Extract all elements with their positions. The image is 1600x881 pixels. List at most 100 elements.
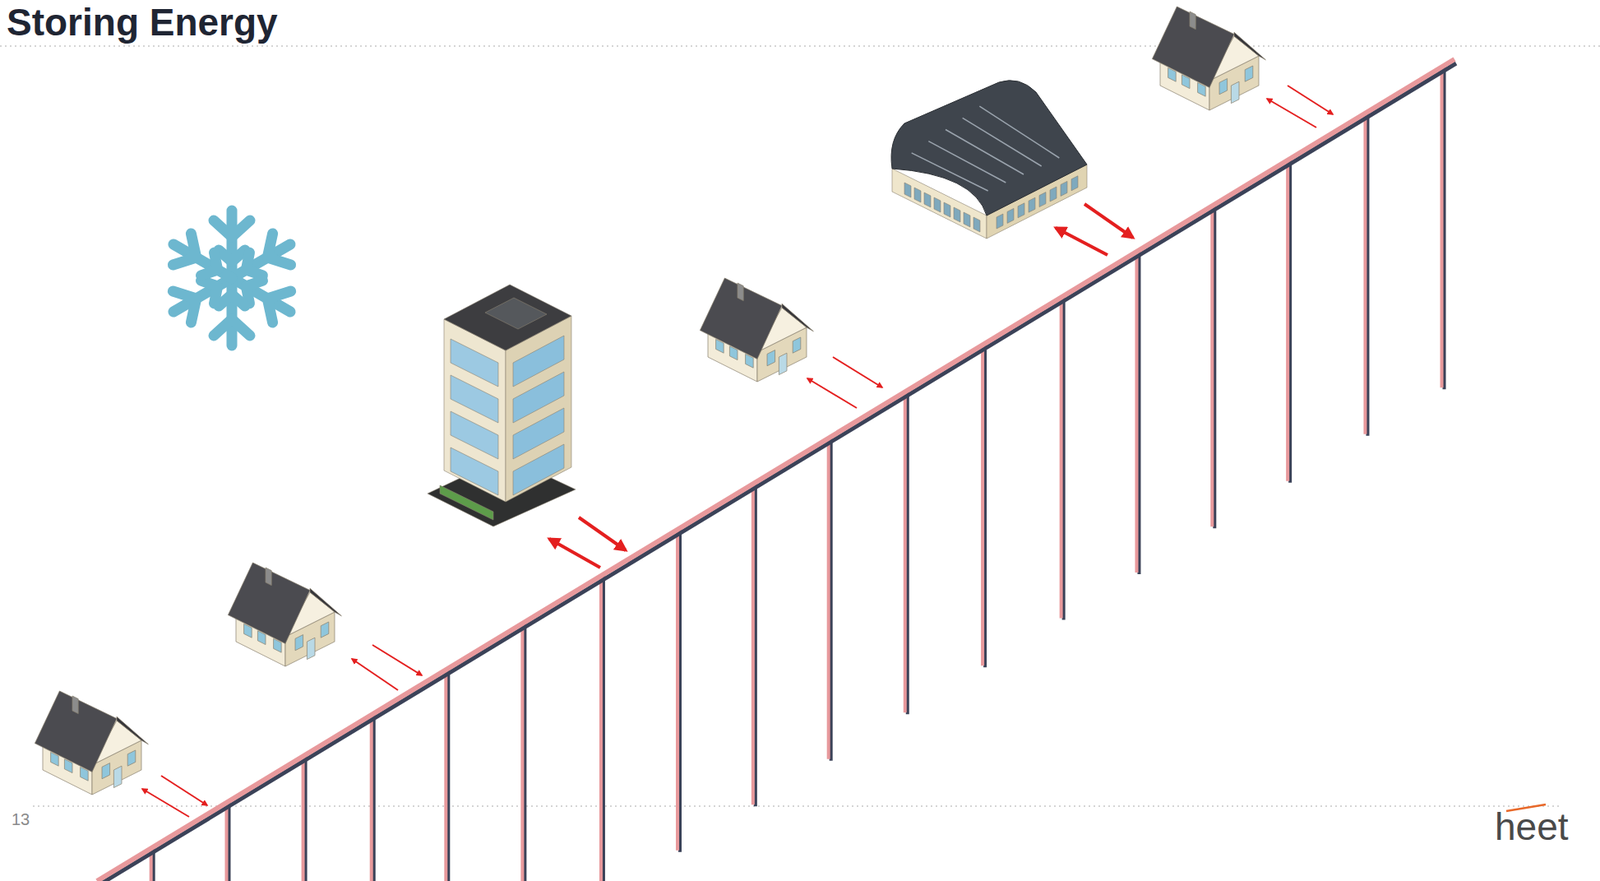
window: [745, 353, 754, 368]
window: [127, 749, 136, 766]
window: [996, 213, 1004, 229]
roof-seam: [911, 152, 989, 191]
window: [924, 192, 931, 208]
borehole-pipe: [599, 575, 603, 881]
borehole-pipe: [304, 755, 308, 881]
snowflake-stroke: [218, 294, 246, 306]
window: [101, 763, 111, 779]
warehouse: [891, 80, 1087, 239]
exchange-arrow: [1287, 85, 1333, 115]
window: [1197, 82, 1207, 97]
borehole-pipe: [601, 575, 606, 881]
window: [792, 337, 801, 353]
borehole-pipe: [751, 483, 755, 805]
top-rule: [0, 45, 1600, 47]
door: [778, 352, 787, 375]
exchange-arrow: [372, 644, 422, 676]
window: [244, 623, 253, 638]
exchange-arrow: [1084, 203, 1133, 238]
exchange-arrow: [351, 658, 398, 690]
window-band: [513, 443, 565, 495]
door: [113, 765, 122, 787]
house-roof: [34, 690, 117, 772]
bottom-rule: [32, 804, 1563, 807]
window: [1049, 186, 1057, 202]
snowflake-stroke: [213, 319, 250, 336]
door: [1230, 81, 1240, 103]
house-roof: [227, 562, 310, 643]
borehole-pipe: [1285, 160, 1290, 481]
borehole-pipe: [827, 438, 831, 759]
house-icon: [699, 277, 814, 382]
exchange-arrow: [549, 538, 601, 568]
window: [1071, 175, 1078, 191]
roof-seam: [962, 117, 1042, 167]
exchange-arrow: [578, 517, 626, 551]
roof-seam: [979, 106, 1059, 158]
window: [767, 350, 776, 366]
borehole-pipe: [369, 714, 374, 881]
door: [306, 637, 315, 659]
pipe-network: [97, 59, 1457, 881]
roof-box: [485, 297, 547, 329]
borehole-pipe: [1363, 113, 1367, 435]
window: [257, 630, 266, 645]
snowflake-stroke: [172, 282, 205, 323]
borehole-pipe: [1210, 205, 1214, 527]
house-icon: [1151, 6, 1266, 111]
house-icon: [34, 690, 148, 795]
window: [716, 338, 725, 353]
window: [1039, 192, 1046, 208]
house-roof: [1234, 32, 1266, 61]
window: [904, 182, 911, 198]
house-roof: [309, 587, 342, 616]
house-roof: [116, 716, 148, 745]
page-number: 13: [11, 810, 30, 828]
borehole-pipe: [753, 483, 758, 806]
borehole-pipe: [906, 391, 910, 714]
borehole-pipe: [227, 802, 232, 881]
snowflake-stroke: [218, 249, 246, 262]
window: [943, 202, 951, 218]
house-icon: [227, 562, 342, 666]
window: [729, 346, 738, 361]
house-roof: [781, 303, 814, 332]
borehole-pipe: [1440, 66, 1444, 388]
snowflake-stroke: [258, 282, 291, 323]
snowflake-icon: [164, 210, 300, 346]
window: [953, 207, 961, 222]
window: [295, 634, 304, 651]
borehole-pipe: [980, 344, 985, 666]
window: [914, 187, 921, 203]
exchange-arrow: [832, 356, 883, 388]
window: [934, 197, 941, 213]
snowflake-stroke: [172, 233, 205, 273]
house-roof: [699, 277, 782, 359]
window: [1181, 74, 1190, 89]
snowflake-stroke: [201, 252, 225, 282]
window: [1219, 78, 1228, 95]
window: [1017, 203, 1025, 218]
chimney: [1189, 11, 1196, 30]
exchange-arrow: [1055, 227, 1108, 255]
borehole-pipe: [903, 391, 907, 713]
window: [1007, 208, 1014, 223]
roof-seam: [928, 141, 1006, 183]
exchange-arrow: [142, 788, 190, 817]
borehole-pipe: [983, 344, 987, 667]
tower-roof: [443, 284, 572, 351]
window: [320, 621, 329, 638]
window: [1060, 180, 1068, 196]
borehole-pipe: [1442, 66, 1447, 389]
chimney: [737, 282, 744, 301]
snowflake-stroke: [258, 233, 291, 273]
borehole-pipe: [829, 438, 833, 761]
house-roof: [1151, 6, 1235, 88]
window: [1028, 197, 1036, 213]
apartment-tower: [427, 284, 576, 527]
roof-seam: [945, 129, 1024, 176]
borehole-pipe: [443, 669, 448, 881]
borehole-pipe: [446, 669, 450, 881]
borehole-pipe: [1365, 113, 1369, 436]
